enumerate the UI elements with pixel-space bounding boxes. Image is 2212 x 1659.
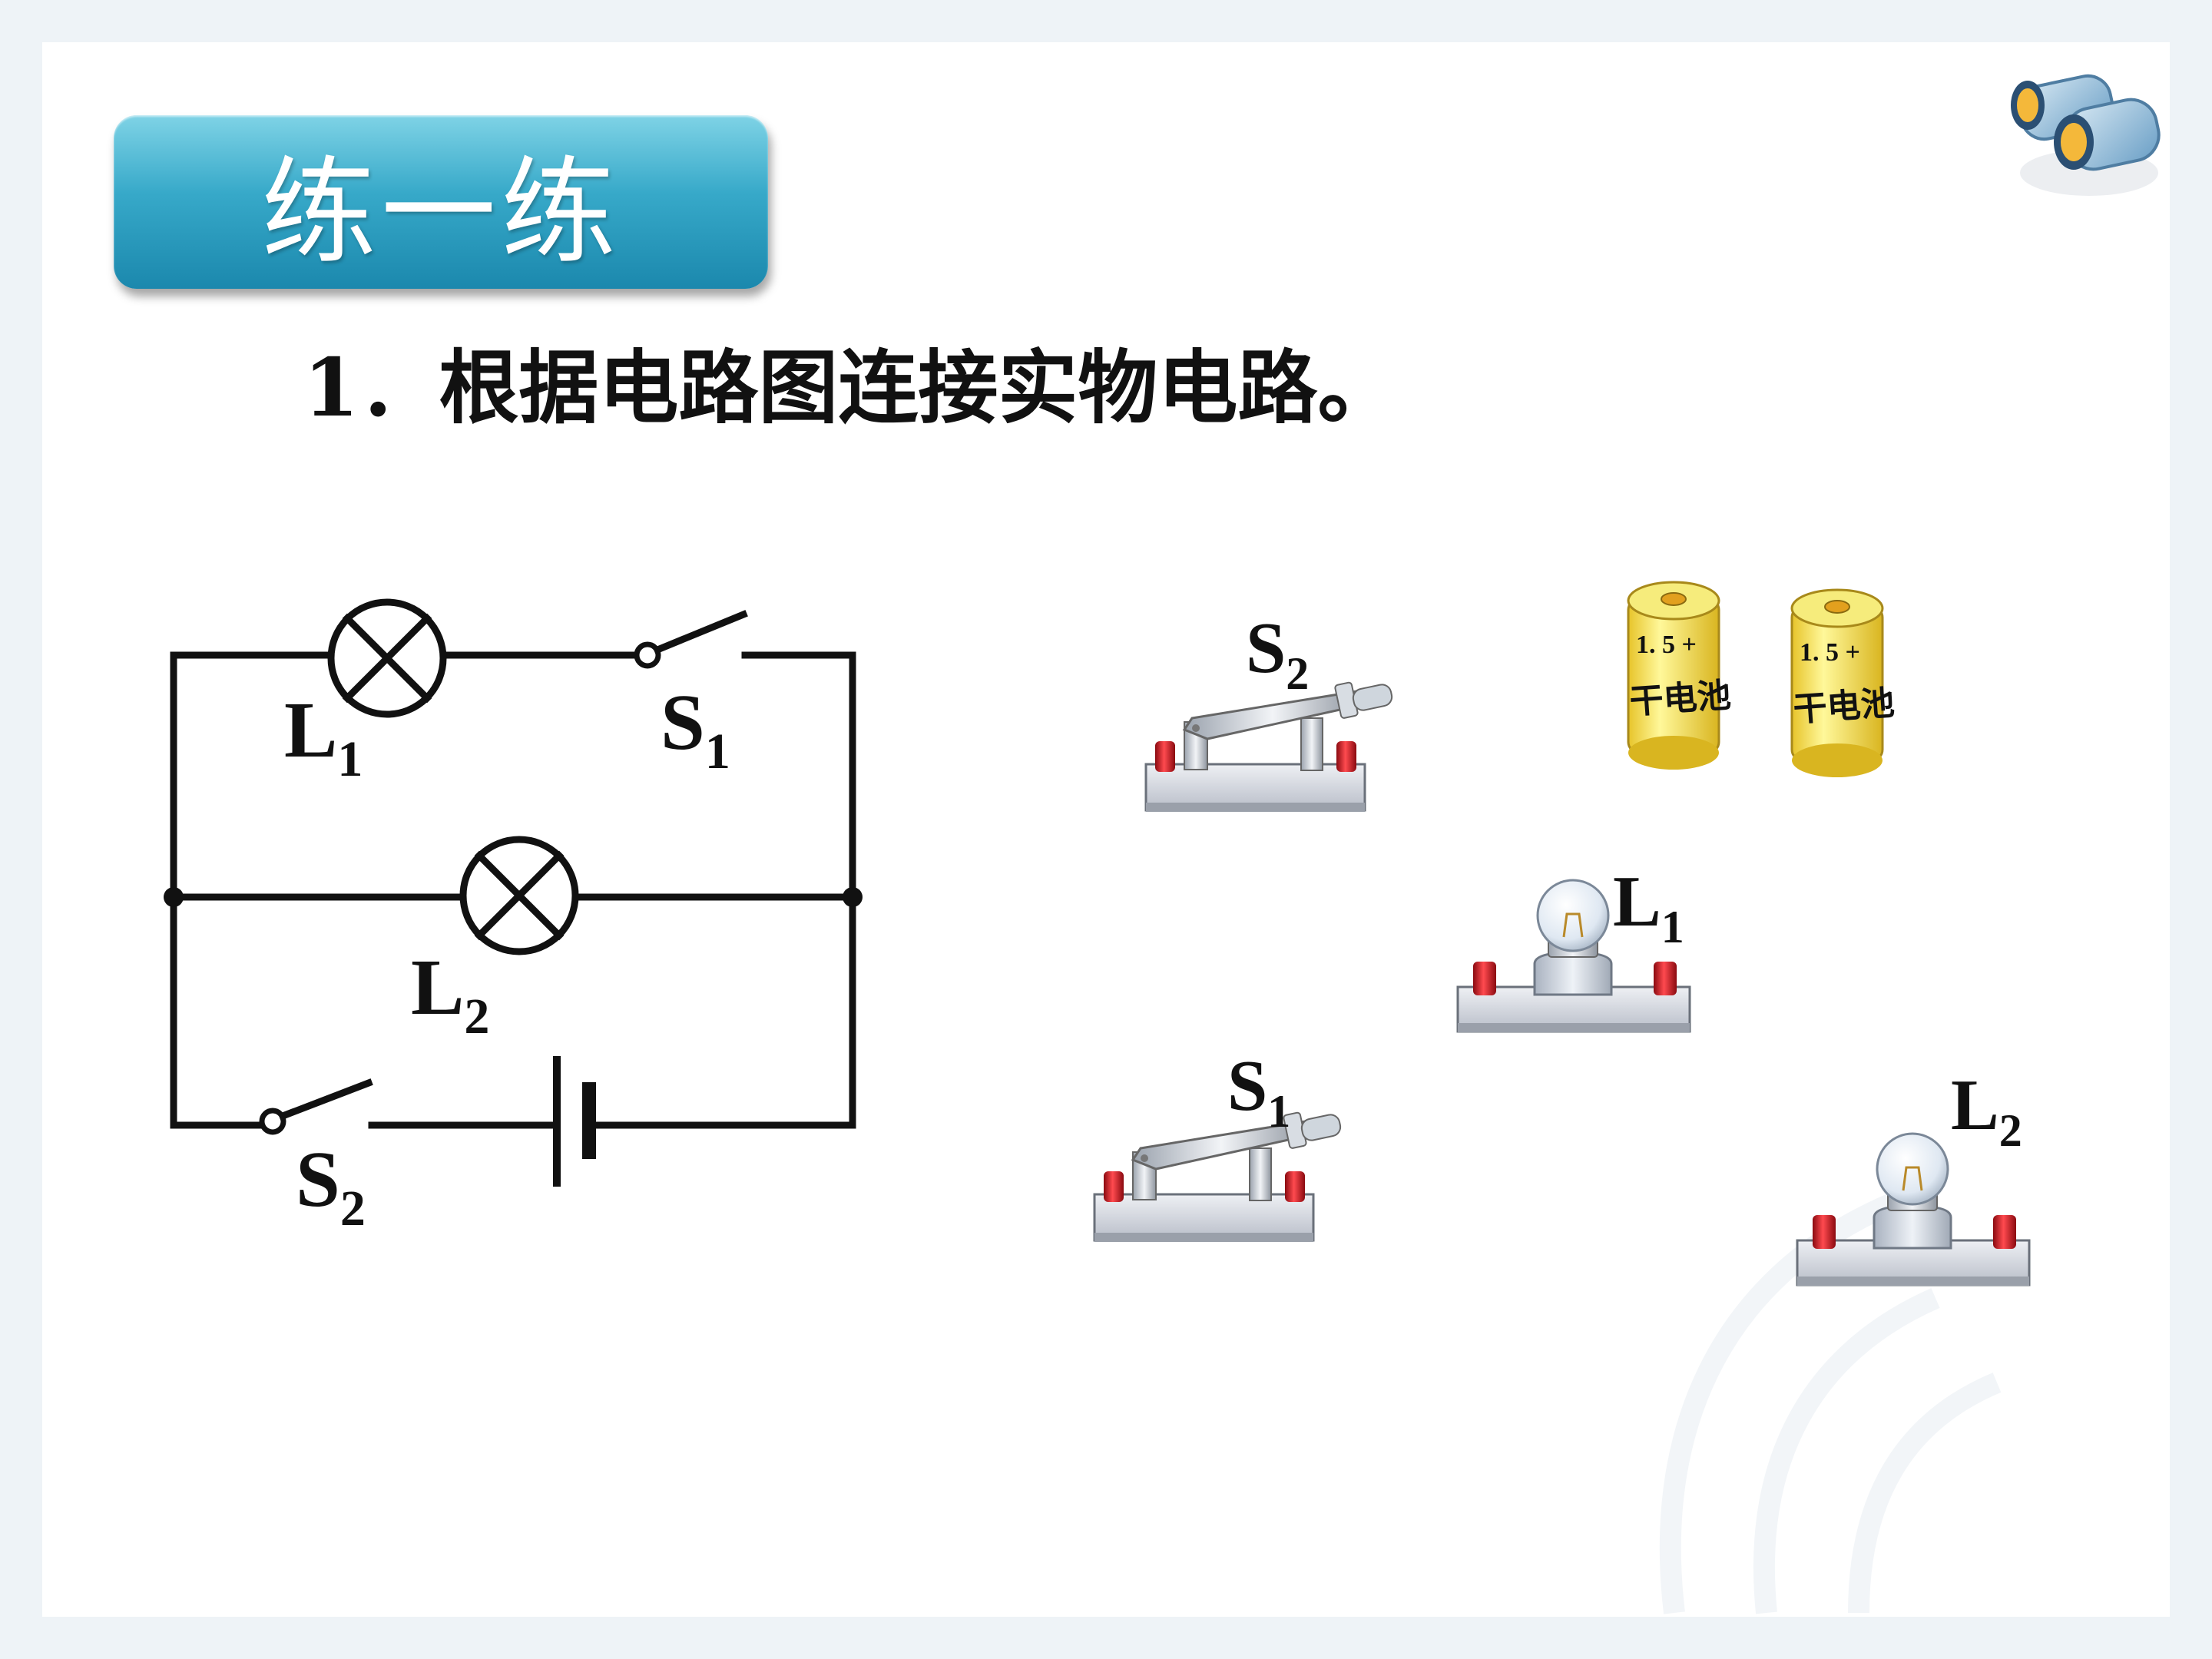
section-title-tab: 练一练 (114, 115, 768, 289)
battery-1-label: 干电池 (1628, 677, 1732, 721)
label-s1: S1 (661, 678, 730, 780)
lamp-holder-l1[interactable] (1456, 879, 1691, 1033)
label-l1: L1 (284, 686, 363, 787)
circuit-diagram (170, 598, 856, 1187)
dry-battery-1[interactable]: 1. 5 + 干电池 (1627, 581, 1732, 770)
terminal-red (1155, 741, 1356, 772)
lamp-l2-symbol (459, 836, 579, 955)
question-text: 1．根据电路图连接实物电路。 (303, 340, 1398, 435)
label-switch-s2: S2 (1246, 608, 1309, 699)
knife-switch-s2[interactable] (1144, 681, 1393, 812)
junction-right (843, 887, 863, 907)
terminal-red (1813, 1215, 2016, 1249)
battery-symbol (553, 1056, 596, 1187)
label-s2: S2 (296, 1135, 366, 1237)
switch-s1-symbol (634, 610, 748, 669)
label-lamp-l1: L1 (1613, 862, 1684, 952)
label-switch-s1: S1 (1227, 1046, 1290, 1137)
battery-2-voltage: 1. 5 + (1800, 638, 1860, 667)
knife-switch-s1[interactable] (1093, 1111, 1342, 1242)
label-l2: L2 (411, 943, 489, 1045)
switch-s2-symbol (259, 1078, 373, 1135)
section-title: 练一练 (260, 145, 621, 280)
slide-panel (42, 42, 2170, 1617)
dry-battery-2[interactable]: 1. 5 + 干电池 (1790, 588, 1896, 777)
label-lamp-l2: L2 (1951, 1065, 2022, 1156)
binoculars-icon (2011, 74, 2161, 196)
junction-left (164, 887, 184, 907)
battery-1-voltage: 1. 5 + (1636, 631, 1697, 659)
terminal-red (1473, 962, 1677, 995)
battery-2-label: 干电池 (1792, 684, 1896, 729)
terminal-red (1104, 1171, 1305, 1202)
lamp-holder-l2[interactable] (1796, 1132, 2031, 1286)
lamp-l1-symbol (327, 598, 447, 718)
